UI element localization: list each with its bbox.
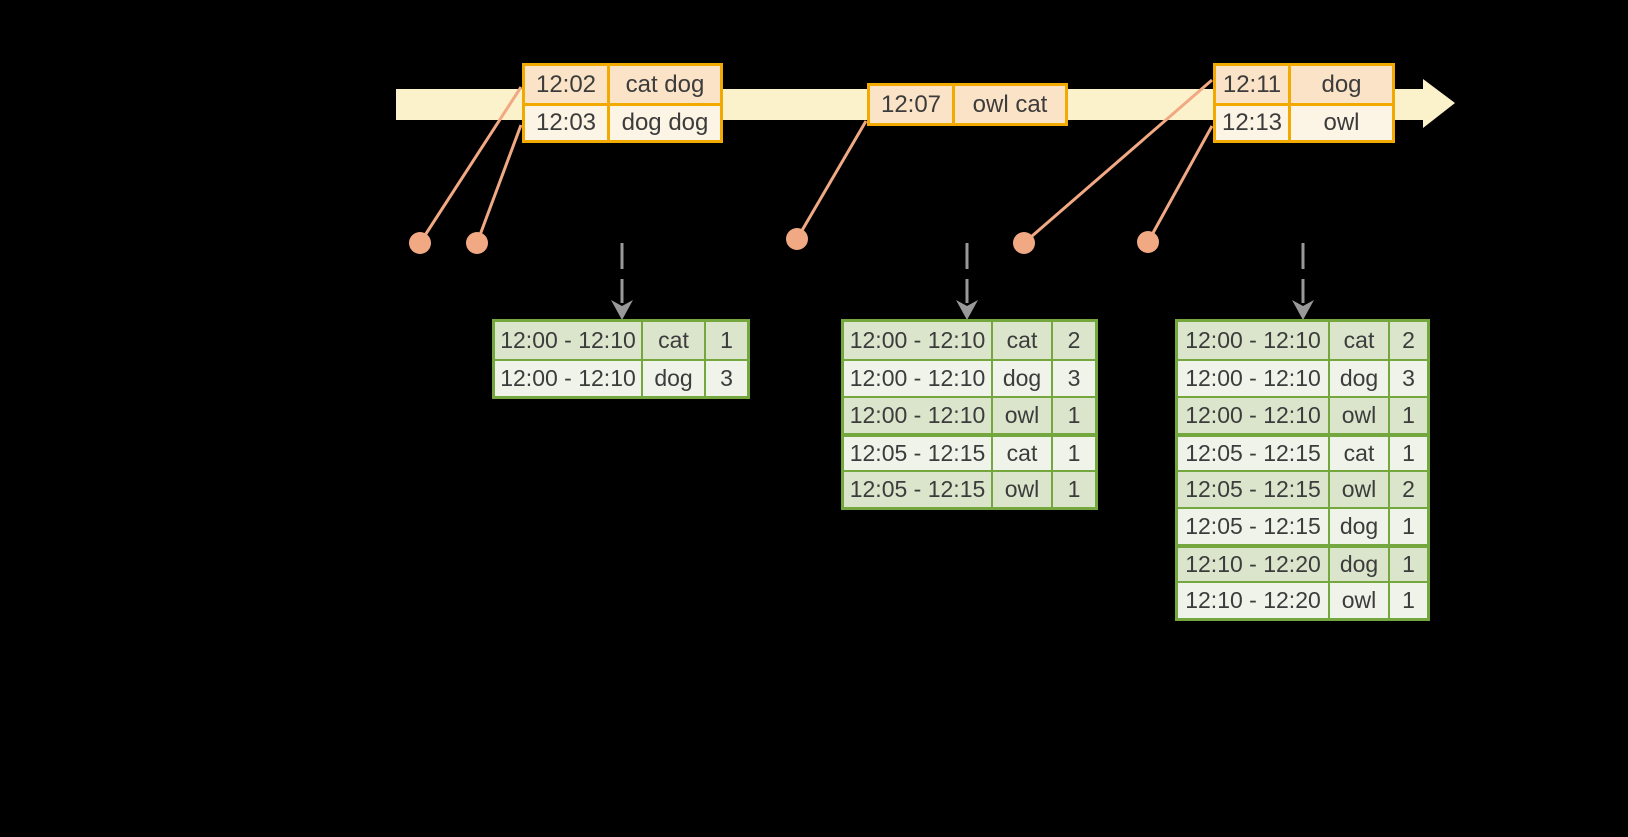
window-cell: 12:05 - 12:15 <box>844 437 993 470</box>
event-time-cell: 12:07 <box>870 86 955 123</box>
event-time-cell: 12:11 <box>1216 66 1291 103</box>
count-cell: 3 <box>1067 365 1081 391</box>
word-cell: owl <box>1330 583 1390 618</box>
count-cell: 1 <box>1067 476 1081 502</box>
word-cell: owl <box>1330 472 1390 507</box>
count-cell: 2 <box>1067 327 1081 353</box>
window-cell: 12:00 - 12:10 <box>495 361 643 396</box>
input-row: 12:13 owl <box>1216 103 1392 140</box>
window-cell: 12:00 - 12:10 <box>844 322 993 359</box>
window-cell: 12:05 - 12:15 <box>1178 472 1330 507</box>
count-cell: 1 <box>1402 513 1415 539</box>
window-cell: 12:05 - 12:15 <box>1178 509 1330 544</box>
input-row: 12:03 dog dog <box>525 103 720 140</box>
word-cell: owl <box>993 472 1053 507</box>
word-cell: dog <box>643 361 706 396</box>
word-cell: cat <box>1330 322 1390 359</box>
count-cell: 1 <box>1402 402 1415 428</box>
window-cell: 12:05 - 12:15 <box>844 472 993 507</box>
event-dot <box>1137 231 1159 253</box>
word-cell: dog <box>993 361 1053 396</box>
count-cell: 2 <box>1402 327 1415 353</box>
count-cell: 1 <box>720 327 733 353</box>
event-words-cell: cat dog <box>625 70 705 98</box>
window-cell: 12:00 - 12:10 <box>1178 322 1330 359</box>
event-dot <box>466 232 488 254</box>
input-batch-table-2: 12:07 owl cat <box>867 83 1068 126</box>
window-cell: 12:05 - 12:15 <box>1178 437 1330 470</box>
event-words-cell: owl cat <box>972 90 1048 118</box>
input-batch-table-3: 12:11 dog 12:13 owl <box>1213 63 1395 143</box>
window-cell: 12:00 - 12:10 <box>495 322 643 359</box>
window-cell: 12:00 - 12:10 <box>844 361 993 396</box>
event-connector-line <box>1146 125 1214 243</box>
timeline-arrowhead-icon <box>1423 79 1455 128</box>
word-cell: cat <box>1330 437 1390 470</box>
word-cell: owl <box>993 398 1053 433</box>
count-cell: 2 <box>1402 476 1415 502</box>
window-cell: 12:10 - 12:20 <box>1178 583 1330 618</box>
event-time-cell: 12:13 <box>1216 106 1291 140</box>
event-time-cell: 12:02 <box>525 66 610 103</box>
event-dot <box>409 232 431 254</box>
event-dot <box>1013 232 1035 254</box>
count-cell: 3 <box>720 365 733 391</box>
word-cell: cat <box>993 437 1053 470</box>
window-cell: 12:00 - 12:10 <box>1178 398 1330 433</box>
count-cell: 1 <box>1067 440 1081 466</box>
event-words-cell: dog dog <box>621 109 709 136</box>
word-cell: cat <box>643 322 706 359</box>
word-cell: cat <box>993 322 1053 359</box>
window-cell: 12:10 - 12:20 <box>1178 548 1330 581</box>
event-connector-line <box>795 120 868 240</box>
event-dot <box>786 228 808 250</box>
word-cell: dog <box>1330 361 1390 396</box>
window-cell: 12:00 - 12:10 <box>1178 361 1330 396</box>
trigger-arrow-icon <box>956 243 978 320</box>
count-cell: 1 <box>1402 551 1415 577</box>
event-words-cell: dog <box>1321 70 1362 98</box>
input-row: 12:02 cat dog <box>525 66 720 103</box>
count-cell: 1 <box>1067 402 1081 428</box>
event-time-cell: 12:03 <box>525 106 610 140</box>
input-row: 12:11 dog <box>1216 66 1392 103</box>
event-connector-line <box>475 124 523 244</box>
count-cell: 1 <box>1402 440 1415 466</box>
input-batch-table-1: 12:02 cat dog 12:03 dog dog <box>522 63 723 143</box>
count-cell: 3 <box>1402 365 1415 391</box>
word-cell: dog <box>1330 548 1390 581</box>
event-connector-line <box>1023 78 1213 245</box>
window-cell: 12:00 - 12:10 <box>844 398 993 433</box>
event-words-cell: owl <box>1323 109 1360 136</box>
trigger-arrow-icon <box>1292 243 1314 320</box>
count-cell: 1 <box>1402 587 1415 613</box>
trigger-arrow-icon <box>611 243 633 320</box>
word-cell: dog <box>1330 509 1390 544</box>
word-cell: owl <box>1330 398 1390 433</box>
input-row: 12:07 owl cat <box>870 86 1065 123</box>
event-connector-line <box>418 86 523 244</box>
